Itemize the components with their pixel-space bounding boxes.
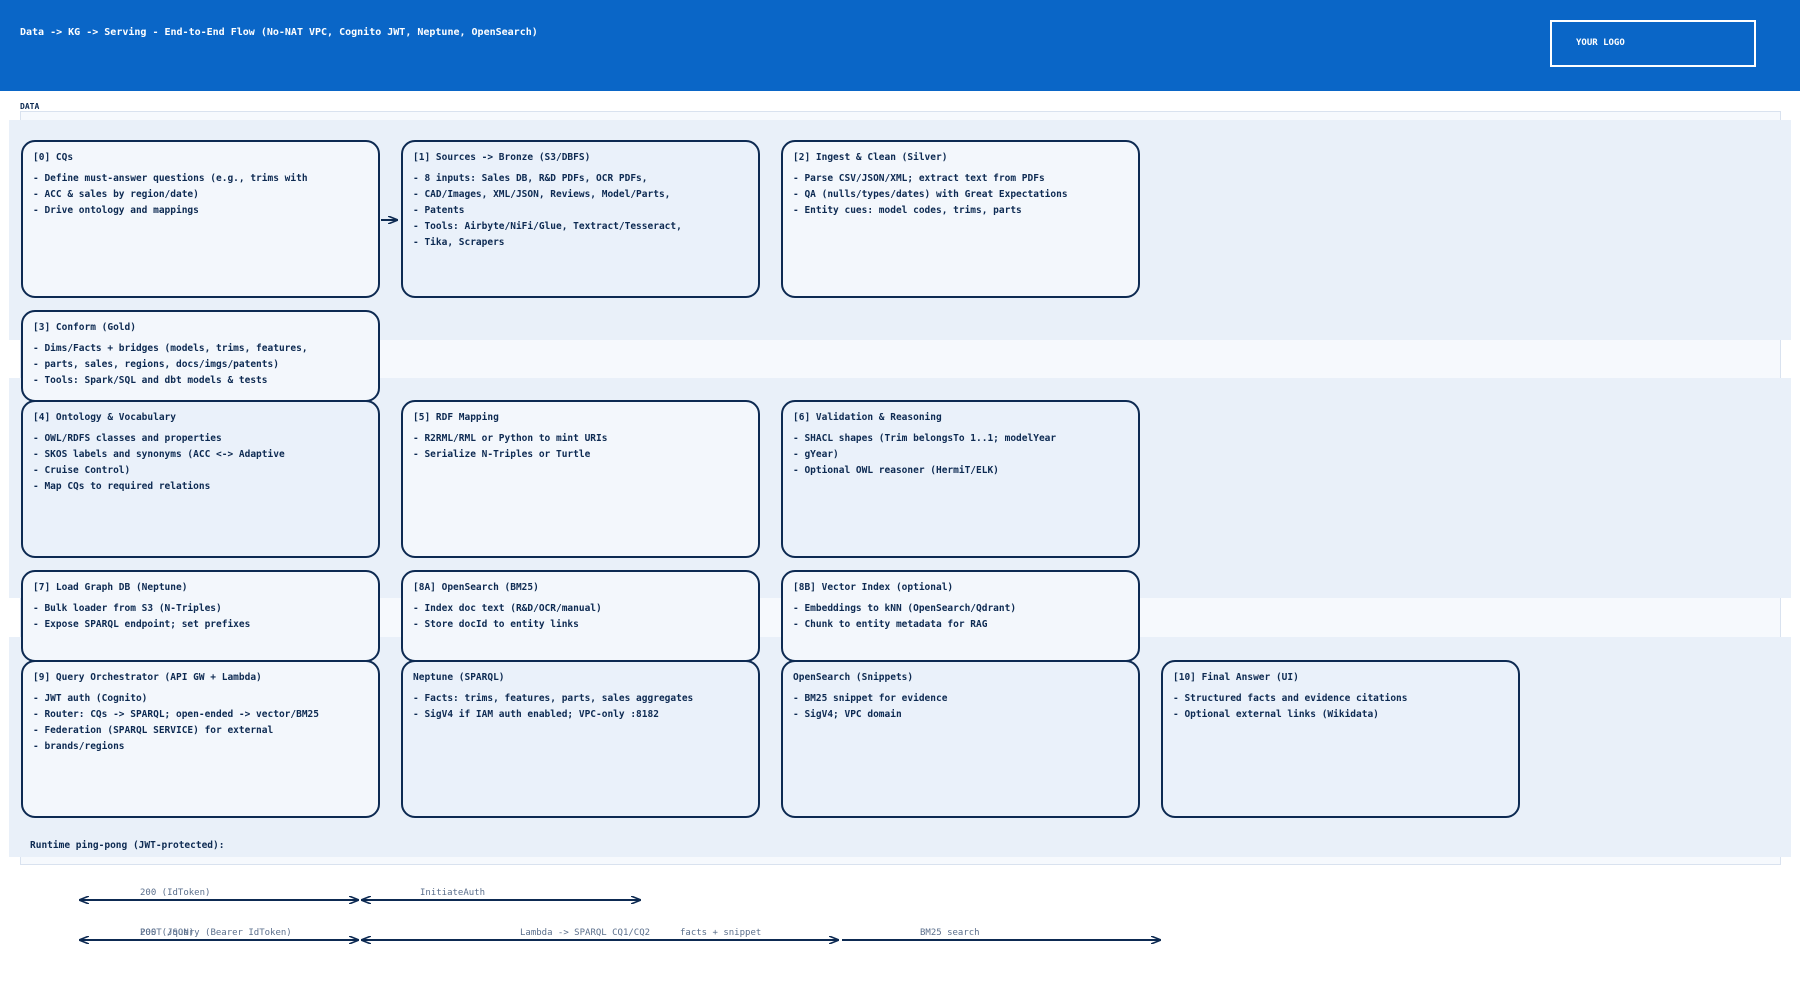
- card-opensearch-snippets: OpenSearch (Snippets) - BM25 snippet for…: [781, 660, 1140, 818]
- logo-placeholder: YOUR LOGO: [1550, 20, 1756, 67]
- card-line: - parts, sales, regions, docs/imgs/paten…: [33, 359, 279, 370]
- card-neptune-sparql: Neptune (SPARQL) - Facts: trims, feature…: [401, 660, 760, 818]
- card-line: - Define must-answer questions (e.g., tr…: [33, 173, 308, 184]
- card-ontology: [4] Ontology & Vocabulary - OWL/RDFS cla…: [21, 400, 380, 558]
- card-title: [8A] OpenSearch (BM25): [413, 582, 539, 593]
- card-line: - SigV4 if IAM auth enabled; VPC-only :8…: [413, 709, 659, 720]
- card-title: [10] Final Answer (UI): [1173, 672, 1299, 683]
- card-line: - Tika, Scrapers: [413, 237, 505, 248]
- page-title: Data -> KG -> Serving - End-to-End Flow …: [20, 27, 538, 38]
- card-title: OpenSearch (Snippets): [793, 672, 914, 683]
- card-title: Neptune (SPARQL): [413, 672, 505, 683]
- card-line: - OWL/RDFS classes and properties: [33, 433, 222, 444]
- card-title: [3] Conform (Gold): [33, 322, 136, 333]
- card-line: - Router: CQs -> SPARQL; open-ended -> v…: [33, 709, 319, 720]
- card-line: - gYear): [793, 449, 839, 460]
- card-final-answer: [10] Final Answer (UI) - Structured fact…: [1161, 660, 1520, 818]
- card-load-graph: [7] Load Graph DB (Neptune) - Bulk loade…: [21, 570, 380, 662]
- card-line: - ACC & sales by region/date): [33, 189, 199, 200]
- card-line: - Dims/Facts + bridges (models, trims, f…: [33, 343, 308, 354]
- header-bar: Data -> KG -> Serving - End-to-End Flow …: [0, 0, 1800, 91]
- card-line: - SigV4; VPC domain: [793, 709, 902, 720]
- card-line: - BM25 snippet for evidence: [793, 693, 948, 704]
- card-line: - Serialize N-Triples or Turtle: [413, 449, 591, 460]
- card-title: [7] Load Graph DB (Neptune): [33, 582, 188, 593]
- card-conform-gold: [3] Conform (Gold) - Dims/Facts + bridge…: [21, 310, 380, 402]
- card-line: - Entity cues: model codes, trims, parts: [793, 205, 1022, 216]
- card-title: [2] Ingest & Clean (Silver): [793, 152, 948, 163]
- card-title: [6] Validation & Reasoning: [793, 412, 942, 423]
- card-line: - Structured facts and evidence citation…: [1173, 693, 1408, 704]
- card-line: - Tools: Spark/SQL and dbt models & test…: [33, 375, 268, 386]
- arrow-label-json: 200 (JSON): [140, 928, 195, 938]
- card-line: - SHACL shapes (Trim belongsTo 1..1; mod…: [793, 433, 1057, 444]
- card-title: [0] CQs: [33, 152, 74, 163]
- card-line: - Expose SPARQL endpoint; set prefixes: [33, 619, 251, 630]
- card-line: - 8 inputs: Sales DB, R&D PDFs, OCR PDFs…: [413, 173, 648, 184]
- card-rdf-mapping: [5] RDF Mapping - R2RML/RML or Python to…: [401, 400, 760, 558]
- card-line: - SKOS labels and synonyms (ACC <-> Adap…: [33, 449, 285, 460]
- card-cqs: [0] CQs - Define must-answer questions (…: [21, 140, 380, 298]
- card-line: - Tools: Airbyte/NiFi/Glue, Textract/Tes…: [413, 221, 682, 232]
- card-line: - Embeddings to kNN (OpenSearch/Qdrant): [793, 603, 1017, 614]
- runtime-label: Runtime ping-pong (JWT-protected):: [30, 840, 225, 851]
- card-line: - Drive ontology and mappings: [33, 205, 199, 216]
- card-line: - CAD/Images, XML/JSON, Reviews, Model/P…: [413, 189, 671, 200]
- card-title: [9] Query Orchestrator (API GW + Lambda): [33, 672, 262, 683]
- card-line: - Parse CSV/JSON/XML; extract text from …: [793, 173, 1045, 184]
- section-label-data: DATA: [20, 102, 40, 111]
- card-line: - Chunk to entity metadata for RAG: [793, 619, 988, 630]
- arrow-label-lambda-sparql: Lambda -> SPARQL CQ1/CQ2: [520, 928, 651, 938]
- card-ingest-clean: [2] Ingest & Clean (Silver) - Parse CSV/…: [781, 140, 1140, 298]
- card-title: [1] Sources -> Bronze (S3/DBFS): [413, 152, 591, 163]
- card-line: - Store docId to entity links: [413, 619, 579, 630]
- arrow-label-facts-snippet: facts + snippet: [680, 928, 762, 938]
- card-line: - Optional OWL reasoner (HermiT/ELK): [793, 465, 999, 476]
- card-line: - Bulk loader from S3 (N-Triples): [33, 603, 222, 614]
- card-title: [4] Ontology & Vocabulary: [33, 412, 176, 423]
- card-line: - Facts: trims, features, parts, sales a…: [413, 693, 694, 704]
- arrow-label-initiateauth: InitiateAuth: [420, 888, 486, 898]
- logo-text: YOUR LOGO: [1576, 38, 1625, 48]
- card-validation: [6] Validation & Reasoning - SHACL shape…: [781, 400, 1140, 558]
- card-line: - R2RML/RML or Python to mint URIs: [413, 433, 608, 444]
- arrow-label-bm25-search: BM25 search: [920, 928, 980, 938]
- card-line: - brands/regions: [33, 741, 125, 752]
- card-line: - JWT auth (Cognito): [33, 693, 148, 704]
- card-line: - Index doc text (R&D/OCR/manual): [413, 603, 602, 614]
- card-query-orchestrator: [9] Query Orchestrator (API GW + Lambda)…: [21, 660, 380, 818]
- card-vector-index: [8B] Vector Index (optional) - Embedding…: [781, 570, 1140, 662]
- arrow-label-post-query: POST /query (Bearer IdToken): [140, 928, 292, 938]
- card-line: - Patents: [413, 205, 465, 216]
- card-sources-bronze: [1] Sources -> Bronze (S3/DBFS) - 8 inpu…: [401, 140, 760, 298]
- arrow-label-idtoken: 200 (IdToken): [140, 888, 211, 898]
- card-line: - Optional external links (Wikidata): [1173, 709, 1379, 720]
- card-line: - Cruise Control): [33, 465, 131, 476]
- card-line: - Map CQs to required relations: [33, 481, 211, 492]
- card-title: [8B] Vector Index (optional): [793, 582, 954, 593]
- card-line: - Federation (SPARQL SERVICE) for extern…: [33, 725, 274, 736]
- card-title: [5] RDF Mapping: [413, 412, 499, 423]
- card-line: - QA (nulls/types/dates) with Great Expe…: [793, 189, 1068, 200]
